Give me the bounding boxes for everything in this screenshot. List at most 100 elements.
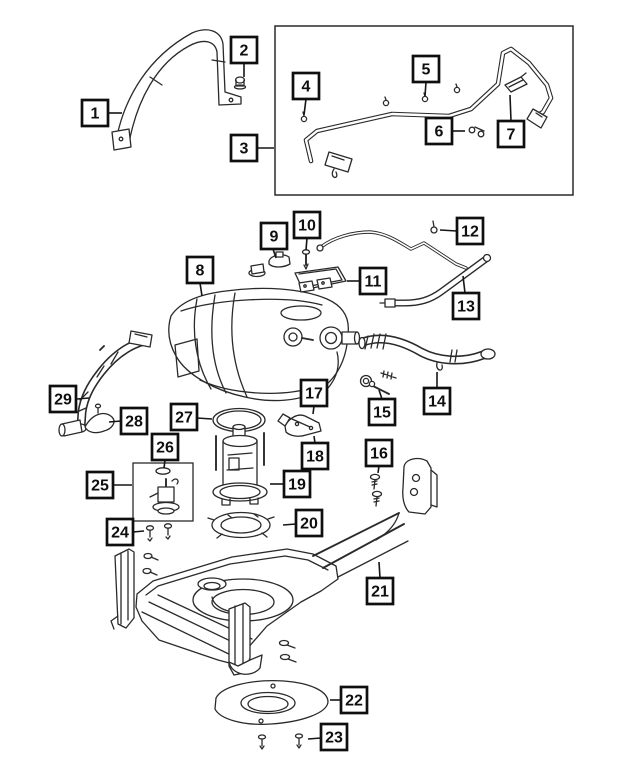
callout-25-box[interactable] xyxy=(85,470,115,500)
callout-12-number: 12 xyxy=(461,224,479,241)
callout-17[interactable]: 17 xyxy=(299,378,329,415)
callout-25[interactable]: 25 xyxy=(85,470,132,500)
callout-2-box[interactable] xyxy=(229,35,259,65)
callout-3[interactable]: 3 xyxy=(229,133,274,163)
callout-28-leader xyxy=(108,420,122,423)
callout-12[interactable]: 12 xyxy=(439,216,485,246)
callout-5-box[interactable] xyxy=(411,54,441,84)
callout-10-box[interactable] xyxy=(292,210,322,240)
callout-23-box[interactable] xyxy=(319,722,349,752)
callout-15[interactable]: 15 xyxy=(367,389,397,427)
callout-19[interactable]: 19 xyxy=(270,469,312,499)
callout-26[interactable]: 26 xyxy=(150,432,180,469)
callout-24[interactable]: 24 xyxy=(105,517,145,547)
callout-10-number: 10 xyxy=(298,218,316,235)
callout-13-leader xyxy=(462,275,466,294)
callout-28-box[interactable] xyxy=(119,406,149,436)
callout-18[interactable]: 18 xyxy=(300,435,330,471)
callout-8-box[interactable] xyxy=(185,255,215,285)
callout-27-number: 27 xyxy=(175,410,193,427)
callout-10[interactable]: 10 xyxy=(292,210,322,251)
vent-tube-drawing xyxy=(319,220,492,308)
callout-11[interactable]: 11 xyxy=(347,266,388,296)
sender-kit-drawing xyxy=(132,462,194,542)
callout-29-leader xyxy=(76,397,90,400)
callout-22[interactable]: 22 xyxy=(330,685,369,715)
callout-27-box[interactable] xyxy=(169,402,199,432)
callout-20[interactable]: 20 xyxy=(282,508,324,538)
callout-9-number: 9 xyxy=(270,229,279,246)
crossmember-drawing xyxy=(110,457,438,676)
callout-2-number: 2 xyxy=(240,43,249,60)
callout-7-box[interactable] xyxy=(496,119,526,149)
callout-8-leader xyxy=(199,282,203,297)
callout-12-box[interactable] xyxy=(455,216,485,246)
callout-4[interactable]: 4 xyxy=(291,71,321,116)
callout-27[interactable]: 27 xyxy=(169,402,213,432)
callout-19-number: 19 xyxy=(288,477,306,494)
callout-22-number: 22 xyxy=(345,693,363,710)
callout-21[interactable]: 21 xyxy=(365,561,395,606)
fuel-pump-module-drawing xyxy=(212,423,268,506)
callout-2[interactable]: 2 xyxy=(229,35,259,77)
callout-9-leader xyxy=(272,248,277,259)
callout-20-number: 20 xyxy=(300,516,318,533)
callout-18-box[interactable] xyxy=(300,441,330,471)
callout-21-number: 21 xyxy=(371,584,389,601)
callout-9-box[interactable] xyxy=(259,221,289,251)
callout-28[interactable]: 28 xyxy=(108,406,149,436)
callout-16-box[interactable] xyxy=(364,438,394,468)
callout-15-leader xyxy=(378,389,383,400)
callout-23[interactable]: 23 xyxy=(307,722,349,752)
callout-13-box[interactable] xyxy=(451,291,481,321)
grommet-9-drawing xyxy=(268,251,291,268)
callout-24-number: 24 xyxy=(111,525,129,542)
callout-7[interactable]: 7 xyxy=(496,94,526,149)
pump-flange-drawing xyxy=(280,305,322,321)
callout-14[interactable]: 14 xyxy=(422,372,452,416)
fuel-vapor-lines-drawing xyxy=(300,46,554,179)
callout-25-number: 25 xyxy=(91,478,109,495)
strap-nut-drawing xyxy=(233,76,247,90)
callout-21-box[interactable] xyxy=(365,576,395,606)
callout-4-box[interactable] xyxy=(291,71,321,101)
callout-5[interactable]: 5 xyxy=(411,54,441,97)
callout-13-number: 13 xyxy=(457,299,475,316)
callout-6[interactable]: 6 xyxy=(424,116,465,146)
callout-14-box[interactable] xyxy=(422,386,452,416)
callout-26-number: 26 xyxy=(156,440,174,457)
callout-3-box[interactable] xyxy=(229,133,259,163)
callout-9[interactable]: 9 xyxy=(259,221,289,259)
screws-16-drawing xyxy=(369,473,383,507)
callout-8[interactable]: 8 xyxy=(185,255,215,297)
callout-1-box[interactable] xyxy=(80,98,110,128)
callout-29-box[interactable] xyxy=(48,384,78,414)
callout-17-box[interactable] xyxy=(299,378,329,408)
callout-29[interactable]: 29 xyxy=(48,384,90,414)
callout-5-leader xyxy=(424,81,427,97)
callout-12-leader xyxy=(439,229,458,232)
callout-16[interactable]: 16 xyxy=(364,438,394,474)
callout-4-number: 4 xyxy=(302,79,311,96)
callout-15-number: 15 xyxy=(373,405,391,422)
callout-23-number: 23 xyxy=(325,730,343,747)
callout-6-number: 6 xyxy=(435,124,444,141)
callout-15-box[interactable] xyxy=(367,397,397,427)
fuel-lines-inset-box xyxy=(274,25,574,196)
callout-26-box[interactable] xyxy=(150,432,180,462)
kit-box-25-drawing xyxy=(132,462,194,522)
callout-11-box[interactable] xyxy=(358,266,388,296)
callout-6-box[interactable] xyxy=(424,116,454,146)
lock-ring-drawing xyxy=(207,511,275,539)
callout-13[interactable]: 13 xyxy=(451,275,481,321)
push-pins-drawing xyxy=(257,733,304,750)
callout-24-box[interactable] xyxy=(105,517,135,547)
grommet-12-drawing xyxy=(430,226,438,234)
callout-22-box[interactable] xyxy=(339,685,369,715)
callout-19-box[interactable] xyxy=(282,469,312,499)
callout-1[interactable]: 1 xyxy=(80,98,122,128)
callout-20-leader xyxy=(282,523,297,526)
callout-20-box[interactable] xyxy=(294,508,324,538)
